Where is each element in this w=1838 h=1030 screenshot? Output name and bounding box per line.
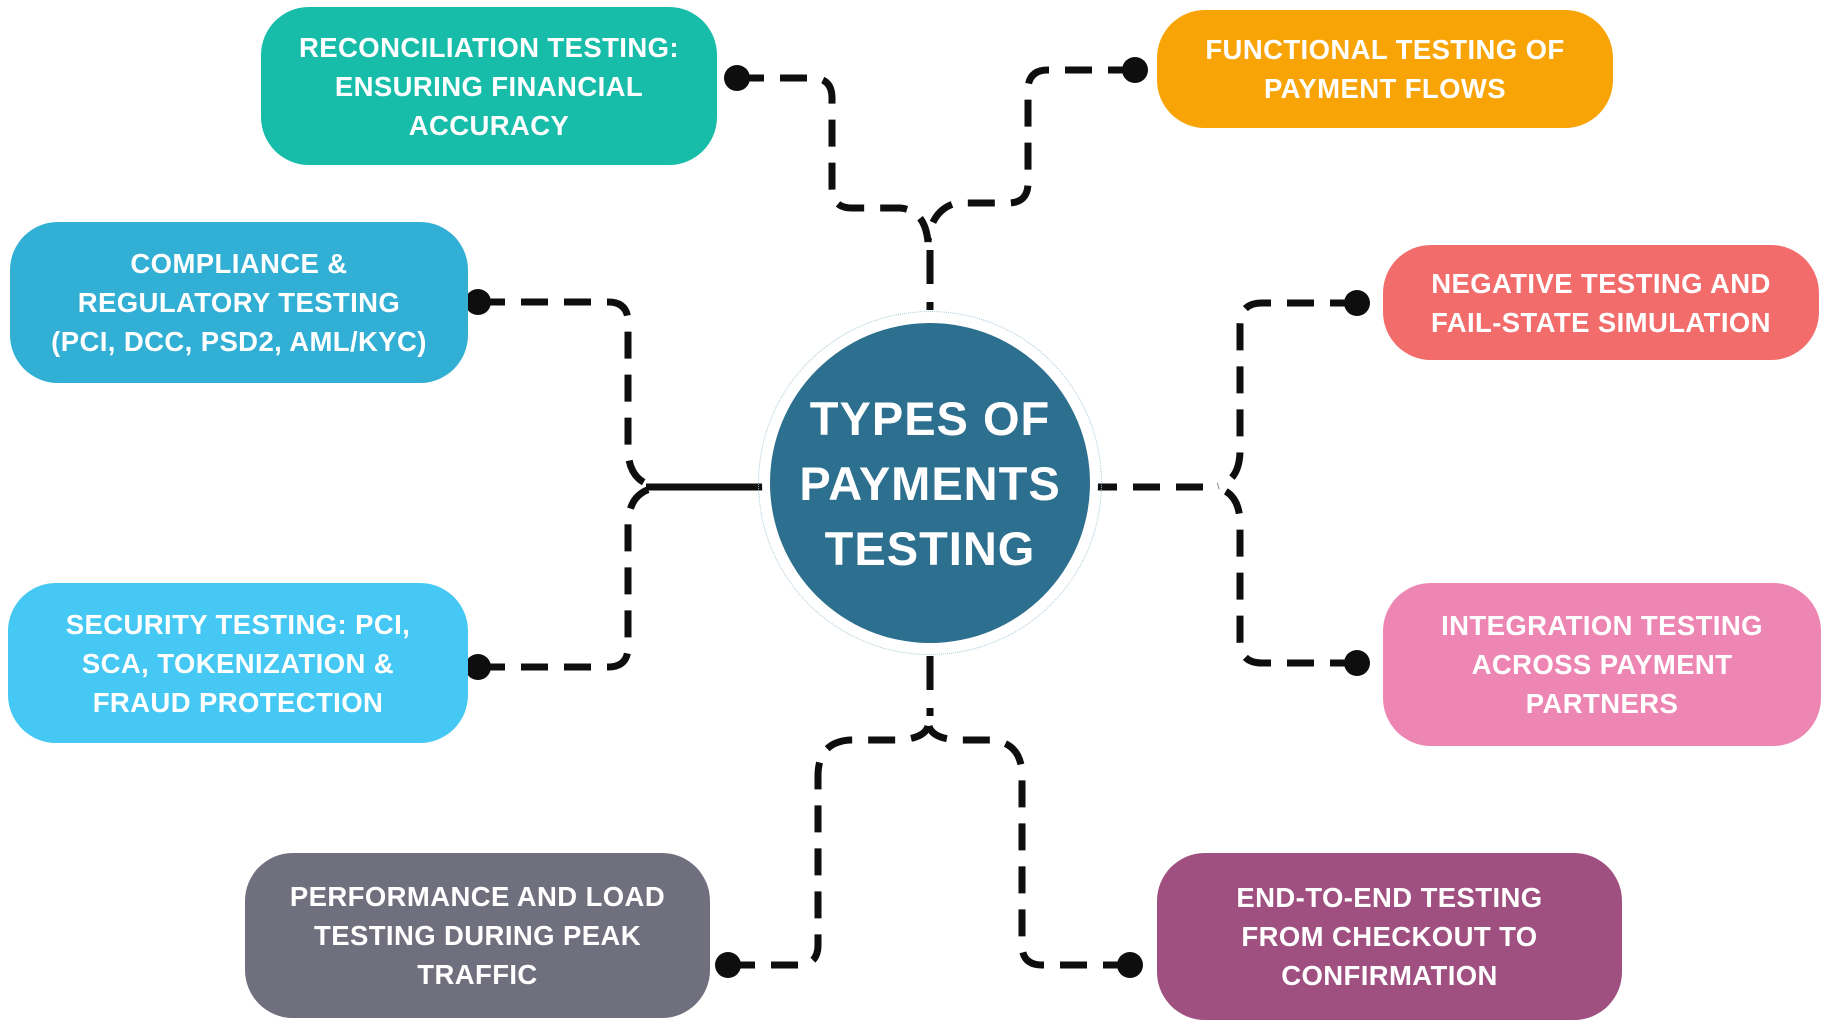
connector-negative — [1216, 299, 1357, 490]
connection-dot — [1344, 290, 1370, 316]
node-security-testing: SECURITY TESTING: PCI, SCA, TOKENIZATION… — [8, 583, 468, 743]
connector-endtoend — [925, 724, 1130, 969]
connection-dots — [465, 57, 1370, 978]
center-topic: TYPES OF PAYMENTS TESTING — [770, 323, 1090, 643]
center-topic-line: TESTING — [824, 521, 1036, 575]
node-label-line: SCA, TOKENIZATION & — [81, 647, 395, 679]
node-end-to-end-testing: END-TO-END TESTING FROM CHECKOUT TO CONF… — [1157, 853, 1622, 1020]
node-label-line: SECURITY TESTING: PCI, — [65, 608, 411, 640]
node-label-line: TESTING DURING PEAK — [314, 920, 641, 951]
connector-reconciliation — [737, 74, 932, 243]
connection-dot — [715, 952, 741, 978]
center-topic-ring — [758, 311, 1102, 655]
node-label-line: FAIL-STATE SIMULATION — [1431, 306, 1771, 338]
node-label-line: NEGATIVE TESTING AND — [1431, 267, 1771, 299]
node-label-line: ENSURING FINANCIAL — [334, 70, 644, 102]
node-label-line: FROM CHECKOUT TO — [1241, 921, 1538, 952]
connector-functional — [924, 66, 1135, 243]
center-topic-line: PAYMENTS — [799, 456, 1061, 510]
connection-dot — [724, 65, 750, 91]
connection-dot — [1117, 952, 1143, 978]
connection-dot — [1122, 57, 1148, 83]
node-label-line: RECONCILIATION TESTING: — [299, 31, 679, 63]
node-functional-testing: FUNCTIONAL TESTING OF PAYMENT FLOWS — [1157, 10, 1613, 128]
connector-security — [478, 485, 652, 671]
node-label-line: (PCI, DCC, PSD2, AML/KYC) — [51, 326, 427, 357]
node-label-line: CONFIRMATION — [1281, 960, 1498, 991]
node-label-line: PARTNERS — [1525, 688, 1679, 719]
node-label-line: FRAUD PROTECTION — [92, 686, 384, 718]
node-label-line: PERFORMANCE AND LOAD — [289, 881, 666, 912]
node-integration-testing: INTEGRATION TESTING ACROSS PAYMENT PARTN… — [1383, 583, 1821, 746]
connection-dot — [465, 654, 491, 680]
center-topic-line: TYPES OF — [809, 391, 1051, 445]
node-reconciliation-testing: RECONCILIATION TESTING: ENSURING FINANCI… — [261, 7, 717, 165]
connection-dot — [1344, 650, 1370, 676]
node-performance-load-testing: PERFORMANCE AND LOAD TESTING DURING PEAK… — [245, 853, 710, 1018]
connector-compliance — [478, 298, 652, 489]
node-compliance-regulatory-testing: COMPLIANCE & REGULATORY TESTING (PCI, DC… — [10, 222, 468, 383]
node-label-line: ACROSS PAYMENT — [1471, 649, 1733, 680]
node-label-line: ACCURACY — [408, 109, 570, 141]
node-label-line: END-TO-END TESTING — [1236, 882, 1543, 913]
node-label-line: COMPLIANCE & — [130, 248, 348, 279]
node-label-line: TRAFFIC — [417, 959, 538, 990]
connector-integration — [1216, 484, 1357, 667]
node-label-line: PAYMENT FLOWS — [1263, 73, 1506, 104]
node-label-line: REGULATORY TESTING — [77, 287, 401, 318]
connector-performance — [728, 724, 932, 969]
node-label-line: INTEGRATION TESTING — [1441, 610, 1763, 641]
node-label-line: FUNCTIONAL TESTING OF — [1205, 34, 1565, 65]
node-negative-testing: NEGATIVE TESTING AND FAIL-STATE SIMULATI… — [1383, 245, 1819, 360]
connection-dot — [465, 289, 491, 315]
